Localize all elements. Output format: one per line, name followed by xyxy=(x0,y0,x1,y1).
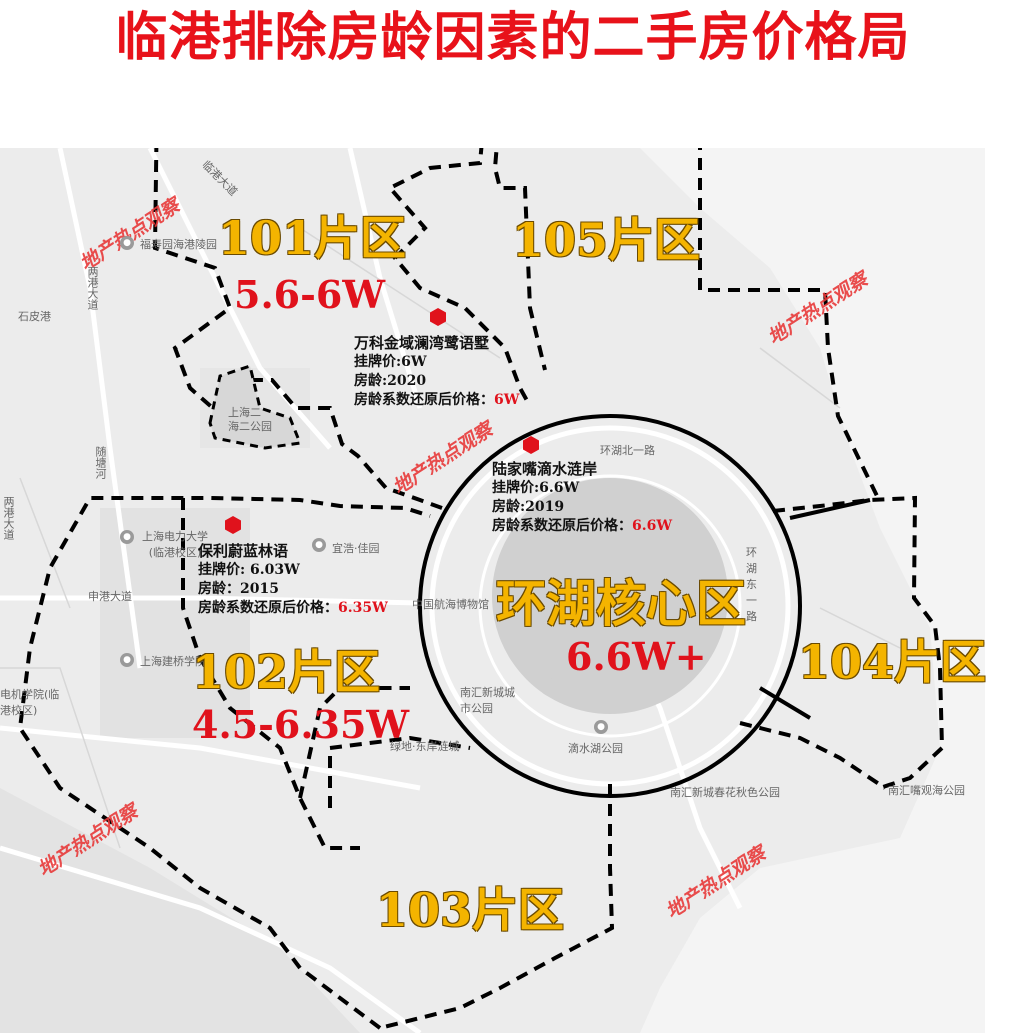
listing-adjusted-price: 6.6W xyxy=(632,518,673,534)
listing-marker-icon xyxy=(225,516,241,534)
poi-icon: ● xyxy=(120,653,134,667)
listing-info: 陆家嘴滴水涟岸 挂牌价:6.6W 房龄:2019 房龄系数还原后价格：6.6W xyxy=(492,460,672,536)
place-label: 上海二 xyxy=(228,406,261,419)
listing-name: 陆家嘴滴水涟岸 xyxy=(492,460,598,478)
map-graphics xyxy=(0,148,985,1033)
poi-icon: ● xyxy=(120,530,134,544)
river-label: 随塘河 xyxy=(94,446,107,479)
zone-core-price: 6.6W+ xyxy=(566,634,707,679)
listing-name: 万科金域澜湾鹭语墅 xyxy=(354,334,490,352)
zone-105-label: 105片区 xyxy=(512,213,701,267)
listing-adjusted-label: 房龄系数还原后价格： xyxy=(354,392,494,408)
listing-info: 万科金域澜湾鹭语墅 挂牌价:6W 房龄:2020 房龄系数还原后价格：6W xyxy=(354,334,519,410)
park-label: 海二公园 xyxy=(228,420,272,433)
listing-price: 挂牌价: 6.03W xyxy=(198,562,300,578)
road-label: 环湖东一路 xyxy=(746,546,757,623)
zone-core-label: 环湖核心区 xyxy=(496,574,746,633)
poi-label: 电机学院(临港校区) xyxy=(0,688,60,717)
zone-102-price: 4.5-6.35W xyxy=(192,702,410,747)
listing-name: 保利蔚蓝林语 xyxy=(198,542,289,560)
listing-age: 房龄:2019 xyxy=(492,499,565,515)
base-map: 地产热点观察 地产热点观察 地产热点观察 地产热点观察 地产热点观察 ● 福寿园… xyxy=(0,148,985,1033)
listing-marker-icon xyxy=(523,436,539,454)
listing-marker-icon xyxy=(430,308,446,326)
listing-info: 保利蔚蓝林语 挂牌价: 6.03W 房龄：2015 房龄系数还原后价格：6.35… xyxy=(198,542,388,618)
zone-103-label: 103片区 xyxy=(376,883,565,937)
poi-label: 上海建桥学院 xyxy=(140,655,206,668)
listing-price: 挂牌价:6.6W xyxy=(492,480,580,496)
page-title: 临港排除房龄因素的二手房价格局 xyxy=(115,8,911,68)
zone-102-label: 102片区 xyxy=(192,645,381,699)
poi-label: 绿地·东岸涟城 xyxy=(390,740,460,753)
zone-101-label: 101片区 xyxy=(218,211,407,265)
road-label: 两港大道 xyxy=(86,266,99,310)
zone-101-price: 5.6-6W xyxy=(234,272,385,317)
park-label: 滴水湖公园 xyxy=(568,742,623,755)
listing-price: 挂牌价:6W xyxy=(354,354,427,370)
listing-adjusted-label: 房龄系数还原后价格： xyxy=(198,600,338,616)
poi-label: 宜浩·佳园 xyxy=(332,542,380,555)
poi-icon: ● xyxy=(120,236,134,250)
listing-adjusted-price: 6.35W xyxy=(338,600,388,616)
listing-age: 房龄:2020 xyxy=(354,373,427,389)
zone-104-label: 104片区 xyxy=(798,635,987,689)
poi-icon: ● xyxy=(594,720,608,734)
poi-icon: ● xyxy=(312,538,326,552)
park-label: 南汇新城春花秋色公园 xyxy=(670,786,780,799)
poi-label: 福寿园海港陵园 xyxy=(140,238,217,251)
listing-adjusted-label: 房龄系数还原后价格： xyxy=(492,518,632,534)
poi-label: 上海电力大学(临港校区) xyxy=(142,530,208,559)
park-label: 南汇嘴观海公园 xyxy=(888,784,965,797)
listing-age: 房龄：2015 xyxy=(198,581,279,597)
listing-adjusted-price: 6W xyxy=(494,392,520,408)
poi-label: 中国航海博物馆 xyxy=(412,598,489,611)
road-label: 两港大道 xyxy=(2,496,15,540)
park-label: 南汇新城城市公园 xyxy=(460,686,515,715)
road-label: 环湖北一路 xyxy=(600,444,655,457)
road-label: 申港大道 xyxy=(88,590,132,603)
place-label: 石皮港 xyxy=(18,310,51,323)
